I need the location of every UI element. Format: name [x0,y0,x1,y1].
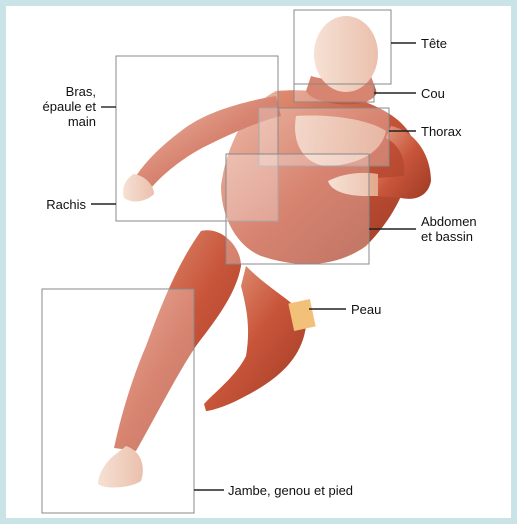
label-abdomen: Abdomen et bassin [421,214,477,244]
diagram-frame: Tête Cou Thorax Bras, épaule et main Rac… [6,6,511,518]
head-box [294,10,391,84]
label-arm: Bras, épaule et main [6,84,96,129]
label-leg: Jambe, genou et pied [228,483,353,498]
label-spine: Rachis [6,197,86,212]
label-head: Tête [421,36,447,51]
label-thorax: Thorax [421,124,461,139]
abdomen-box [226,154,369,264]
neck-box [294,84,374,102]
leg-box [42,289,194,513]
anatomy-figure [6,6,511,518]
label-neck: Cou [421,86,445,101]
label-skin: Peau [351,302,381,317]
